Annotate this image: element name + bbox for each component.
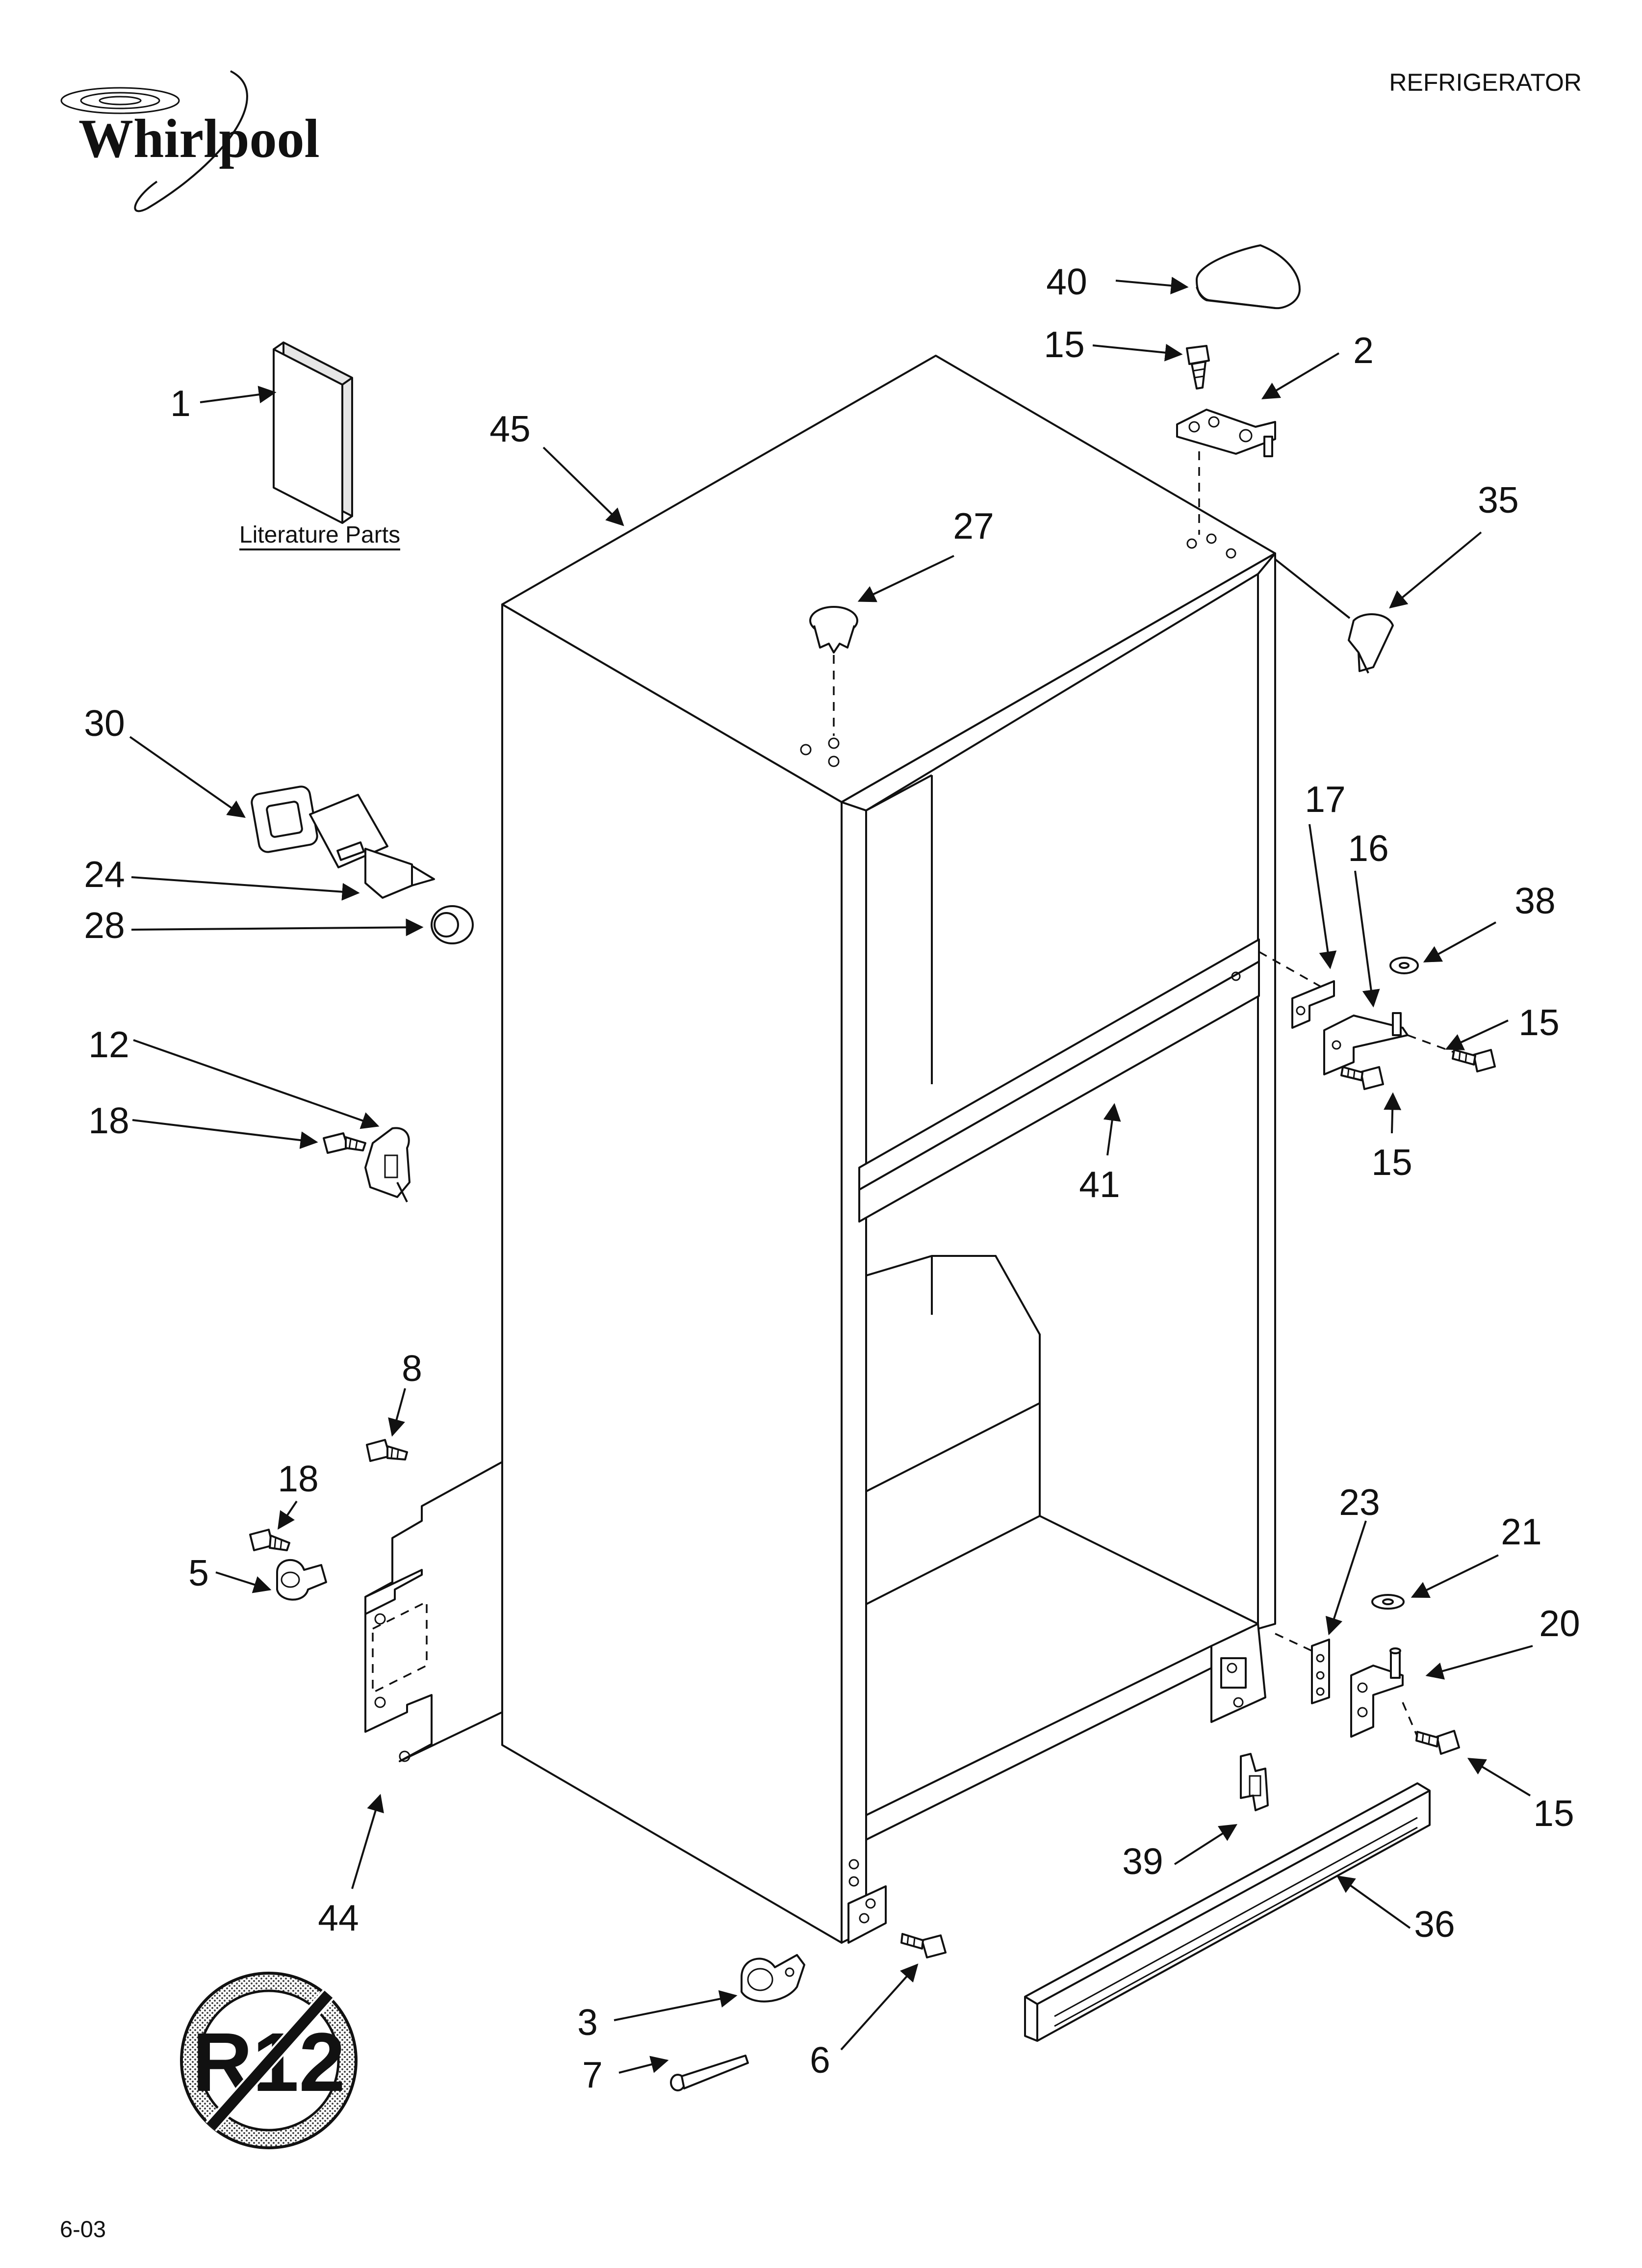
side-screw	[366, 1439, 408, 1462]
callout-38: 38	[1514, 880, 1555, 921]
callout-3: 3	[577, 2002, 598, 2043]
callout-5: 5	[188, 1552, 209, 1593]
callout-15-bottom: 15	[1533, 1793, 1574, 1834]
hinge-shim	[1311, 1639, 1330, 1704]
callout-24: 24	[84, 854, 125, 895]
latch-clip	[364, 1127, 410, 1202]
callout-2: 2	[1353, 330, 1374, 371]
top-hinge	[1176, 409, 1276, 457]
callout-18-lower: 18	[278, 1458, 318, 1499]
callout-44: 44	[318, 1897, 359, 1938]
callout-1: 1	[170, 383, 191, 424]
center-hinge-bracket	[1291, 980, 1335, 1029]
callout-8: 8	[402, 1348, 422, 1389]
callout-6: 6	[810, 2039, 830, 2081]
machine-compartment-cover	[364, 1461, 503, 1762]
callout-15-top: 15	[1044, 324, 1084, 365]
roller-pin	[670, 2055, 749, 2091]
center-hinge-screw-a	[1340, 1066, 1384, 1090]
callout-17: 17	[1305, 779, 1345, 820]
callout-20: 20	[1539, 1603, 1580, 1644]
callout-7: 7	[582, 2054, 603, 2095]
callout-30: 30	[84, 703, 125, 744]
callout-39: 39	[1122, 1841, 1163, 1882]
top-hinge-screw	[1186, 345, 1210, 390]
callout-18-upper: 18	[88, 1100, 129, 1141]
center-hinge	[1323, 1012, 1409, 1075]
bottom-hinge-guide-1	[1275, 1633, 1312, 1652]
tubing-clamp	[276, 1559, 327, 1601]
latch-clip-screw	[323, 1132, 366, 1154]
callout-21: 21	[1501, 1511, 1541, 1552]
door-stop-clip	[1348, 613, 1394, 674]
leader-lines	[129, 277, 1533, 2074]
leveling-roller	[741, 1954, 805, 2003]
callout-45: 45	[489, 408, 530, 449]
callout-35: 35	[1478, 479, 1518, 521]
control-seal-ring	[431, 905, 474, 944]
center-hinge-screw-b	[1452, 1049, 1496, 1072]
hinge-washer	[1371, 1594, 1405, 1610]
clamp-screw	[249, 1529, 290, 1551]
no-r12-refrigerant-badge: R12	[180, 1972, 358, 2149]
callout-16: 16	[1348, 828, 1388, 869]
clip-leader	[1274, 558, 1351, 619]
toe-grille	[1024, 1782, 1431, 2042]
whirlpool-logo: Whirlpool	[60, 70, 320, 212]
grille-clip	[1240, 1753, 1269, 1811]
top-plug-button	[809, 606, 858, 653]
callout-36: 36	[1414, 1903, 1455, 1945]
callout-28: 28	[84, 905, 125, 946]
literature-parts-booklet	[273, 341, 353, 524]
callout-23: 23	[1339, 1482, 1380, 1523]
literature-parts-label: Literature Parts	[239, 522, 400, 548]
center-hinge-guide	[1407, 1034, 1455, 1053]
bottom-hinge-screw	[1415, 1730, 1460, 1755]
callout-labels: 1 45 40 15 2 27 35 30 24 28 17 16 38 15 …	[84, 261, 1580, 2095]
bottom-hinge-guide-2	[1402, 1702, 1418, 1737]
control-shaft	[309, 794, 435, 899]
callout-27: 27	[953, 505, 994, 547]
callout-12: 12	[88, 1024, 129, 1065]
control-housing-gasket	[251, 785, 318, 853]
divider-mullion-rail	[858, 938, 1325, 1223]
callout-15-mid: 15	[1371, 1142, 1412, 1183]
callout-40: 40	[1046, 261, 1087, 302]
refrigerator-cabinet	[501, 355, 1276, 1944]
front-bracket-screw	[900, 1933, 947, 1958]
hinge-cover-cap	[1196, 244, 1301, 310]
callout-15-mid-right: 15	[1518, 1002, 1559, 1043]
bottom-hinge	[1350, 1647, 1404, 1738]
center-hinge-washer	[1389, 957, 1419, 974]
callout-41: 41	[1079, 1164, 1120, 1205]
brand-wordmark: Whirlpool	[78, 108, 320, 169]
category-title: REFRIGERATOR	[1389, 69, 1582, 96]
date-code: 6-03	[60, 2216, 106, 2242]
